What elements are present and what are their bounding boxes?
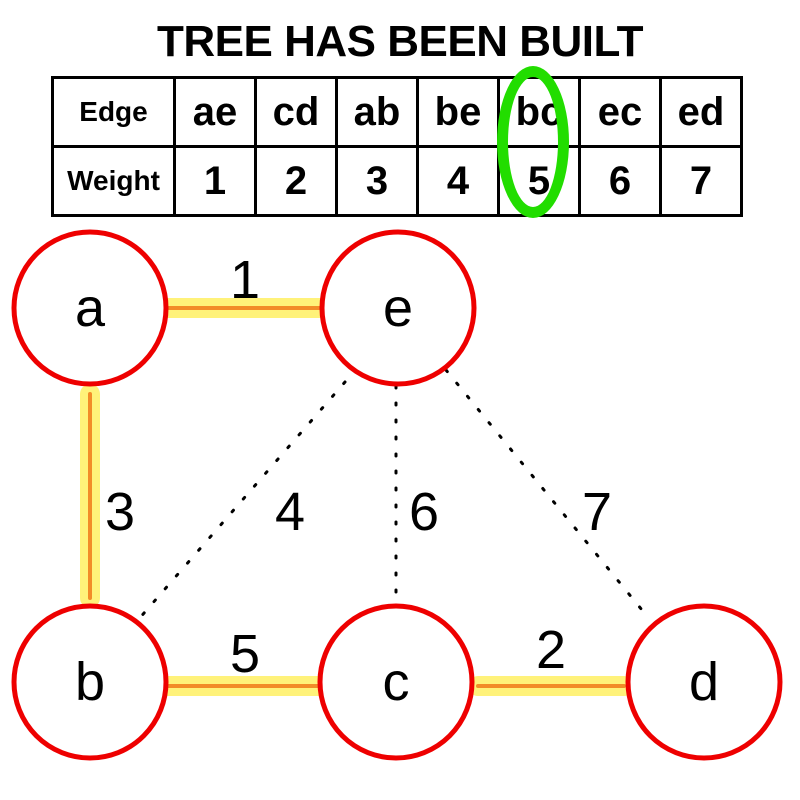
node-circle-d	[625, 603, 783, 761]
edge-cell-be: be	[416, 76, 500, 148]
weight-cell-ae: 1	[173, 145, 257, 217]
selected-edge-highlight-ring	[497, 66, 569, 218]
edge-cell-ec: ec	[578, 76, 662, 148]
node-label-d: d	[689, 652, 719, 712]
weight-cell-ec: 6	[578, 145, 662, 217]
weight-label-cd: 2	[536, 620, 566, 680]
node-circle-a	[11, 229, 169, 387]
node-a: a	[11, 229, 169, 387]
weight-label-ec: 6	[409, 482, 439, 542]
node-label-c: c	[383, 652, 410, 712]
nodes-layer: a e b c d	[11, 229, 783, 761]
weight-cell-cd: 2	[254, 145, 338, 217]
edge-eb	[136, 380, 347, 622]
edge-cell-ed: ed	[659, 76, 743, 148]
page-title: TREE HAS BEEN BUILT	[157, 17, 643, 66]
edge-dotted-eb	[136, 380, 347, 622]
node-d: d	[625, 603, 783, 761]
weight-labels-layer: 1 2 3 4 5 6 7	[105, 250, 612, 684]
node-circle-e	[319, 229, 477, 387]
node-label-e: e	[383, 278, 413, 338]
node-c: c	[317, 603, 475, 761]
node-e: e	[319, 229, 477, 387]
weight-label-ed: 7	[582, 482, 612, 542]
edge-cell-ab: ab	[335, 76, 419, 148]
weight-label-bc: 5	[230, 624, 260, 684]
node-b: b	[11, 603, 169, 761]
node-label-a: a	[75, 278, 106, 338]
weight-cell-ed: 7	[659, 145, 743, 217]
node-label-b: b	[75, 652, 105, 712]
edge-row-header: Edge	[51, 76, 176, 148]
node-circle-c	[317, 603, 475, 761]
edge-cell-cd: cd	[254, 76, 338, 148]
edge-dotted-ed	[444, 368, 644, 612]
weight-cell-ab: 3	[335, 145, 419, 217]
edge-cell-ae: ae	[173, 76, 257, 148]
edge-row: Edge ae cd ab be bc ec ed	[51, 76, 743, 148]
edges-layer	[80, 298, 644, 696]
weight-label-ab: 3	[105, 482, 135, 542]
edge-ed	[444, 368, 644, 612]
weight-label-ae: 1	[230, 250, 260, 310]
node-circle-b	[11, 603, 169, 761]
weight-label-eb: 4	[275, 482, 305, 542]
weight-row-header: Weight	[51, 145, 176, 217]
weight-cell-be: 4	[416, 145, 500, 217]
